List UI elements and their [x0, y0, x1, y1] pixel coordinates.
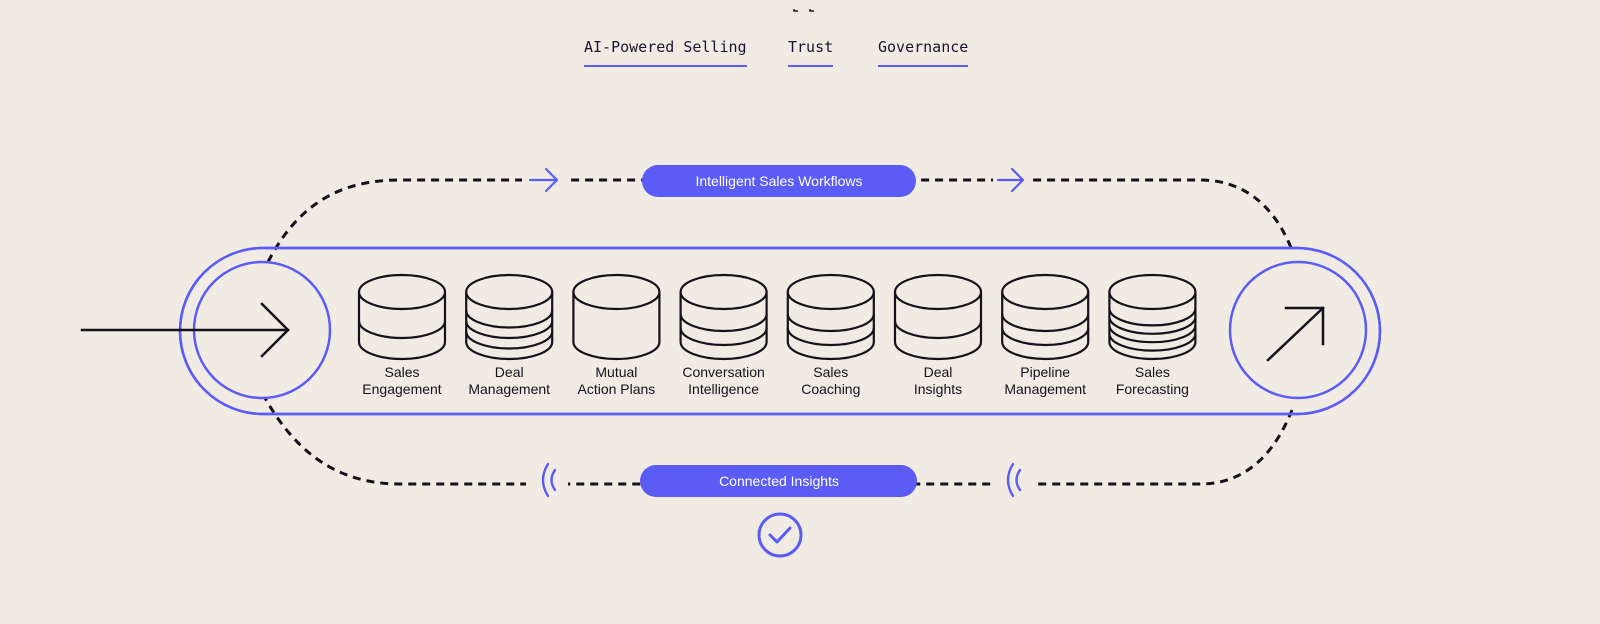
signal-waves-icon: [541, 462, 557, 498]
arrow-right-icon: [528, 167, 559, 193]
tab-bar: AI-Powered Selling Trust Governance: [0, 0, 1600, 80]
arrow-right-icon: [80, 302, 290, 358]
stage-label-line2: Engagement: [362, 381, 442, 397]
top-edge-fragment: [792, 0, 816, 12]
database-3-layer-icon: [786, 273, 875, 361]
database-4-layer-icon: [465, 273, 554, 361]
stage-label-line1: Deal: [495, 364, 524, 380]
stage-label-line1: Sales: [813, 364, 848, 380]
stage-label-line2: Intelligence: [688, 381, 759, 397]
tab-ai-powered-selling[interactable]: AI-Powered Selling: [584, 38, 747, 67]
stage-list: SalesEngagementDealManagementMutualActio…: [357, 273, 1197, 397]
arrow-right-icon: [996, 167, 1025, 193]
database-3-layer-icon: [1001, 273, 1090, 361]
stage-label-line1: Deal: [924, 364, 953, 380]
stage-label-line1: Conversation: [682, 364, 765, 380]
stage-label-line1: Sales: [1135, 364, 1170, 380]
database-2-layer-icon: [893, 273, 983, 361]
top-pill-label: Intelligent Sales Workflows: [695, 173, 862, 189]
database-5-layer-icon: [1108, 273, 1197, 361]
check-circle-icon: [757, 512, 803, 558]
tab-governance[interactable]: Governance: [878, 38, 969, 67]
tab-trust[interactable]: Trust: [788, 38, 834, 67]
stage-label-line2: Coaching: [801, 381, 860, 397]
bottom-pill-label: Connected Insights: [719, 473, 839, 489]
pill-intelligent-sales-workflows: Intelligent Sales Workflows: [642, 165, 916, 197]
stage-label-line2: Management: [1004, 381, 1086, 397]
stage-label-line1: Pipeline: [1020, 364, 1070, 380]
stage-label-line2: Forecasting: [1116, 381, 1189, 397]
arrow-up-right-icon: [1266, 306, 1325, 362]
pill-connected-insights: Connected Insights: [640, 465, 917, 497]
database-3-layer-icon: [679, 273, 768, 361]
database-2-layer-icon: [357, 273, 447, 361]
stage-label-line1: Sales: [384, 364, 419, 380]
output-node: [1228, 260, 1368, 400]
stage-label-line2: Insights: [914, 381, 962, 397]
database-1-layer-icon: [572, 273, 661, 361]
stage-label-line1: Mutual: [595, 364, 637, 380]
stage-label-line2: Action Plans: [577, 381, 655, 397]
dashed-loop: [263, 178, 1294, 486]
stage-label-line2: Management: [468, 381, 550, 397]
signal-waves-icon: [1006, 462, 1022, 498]
